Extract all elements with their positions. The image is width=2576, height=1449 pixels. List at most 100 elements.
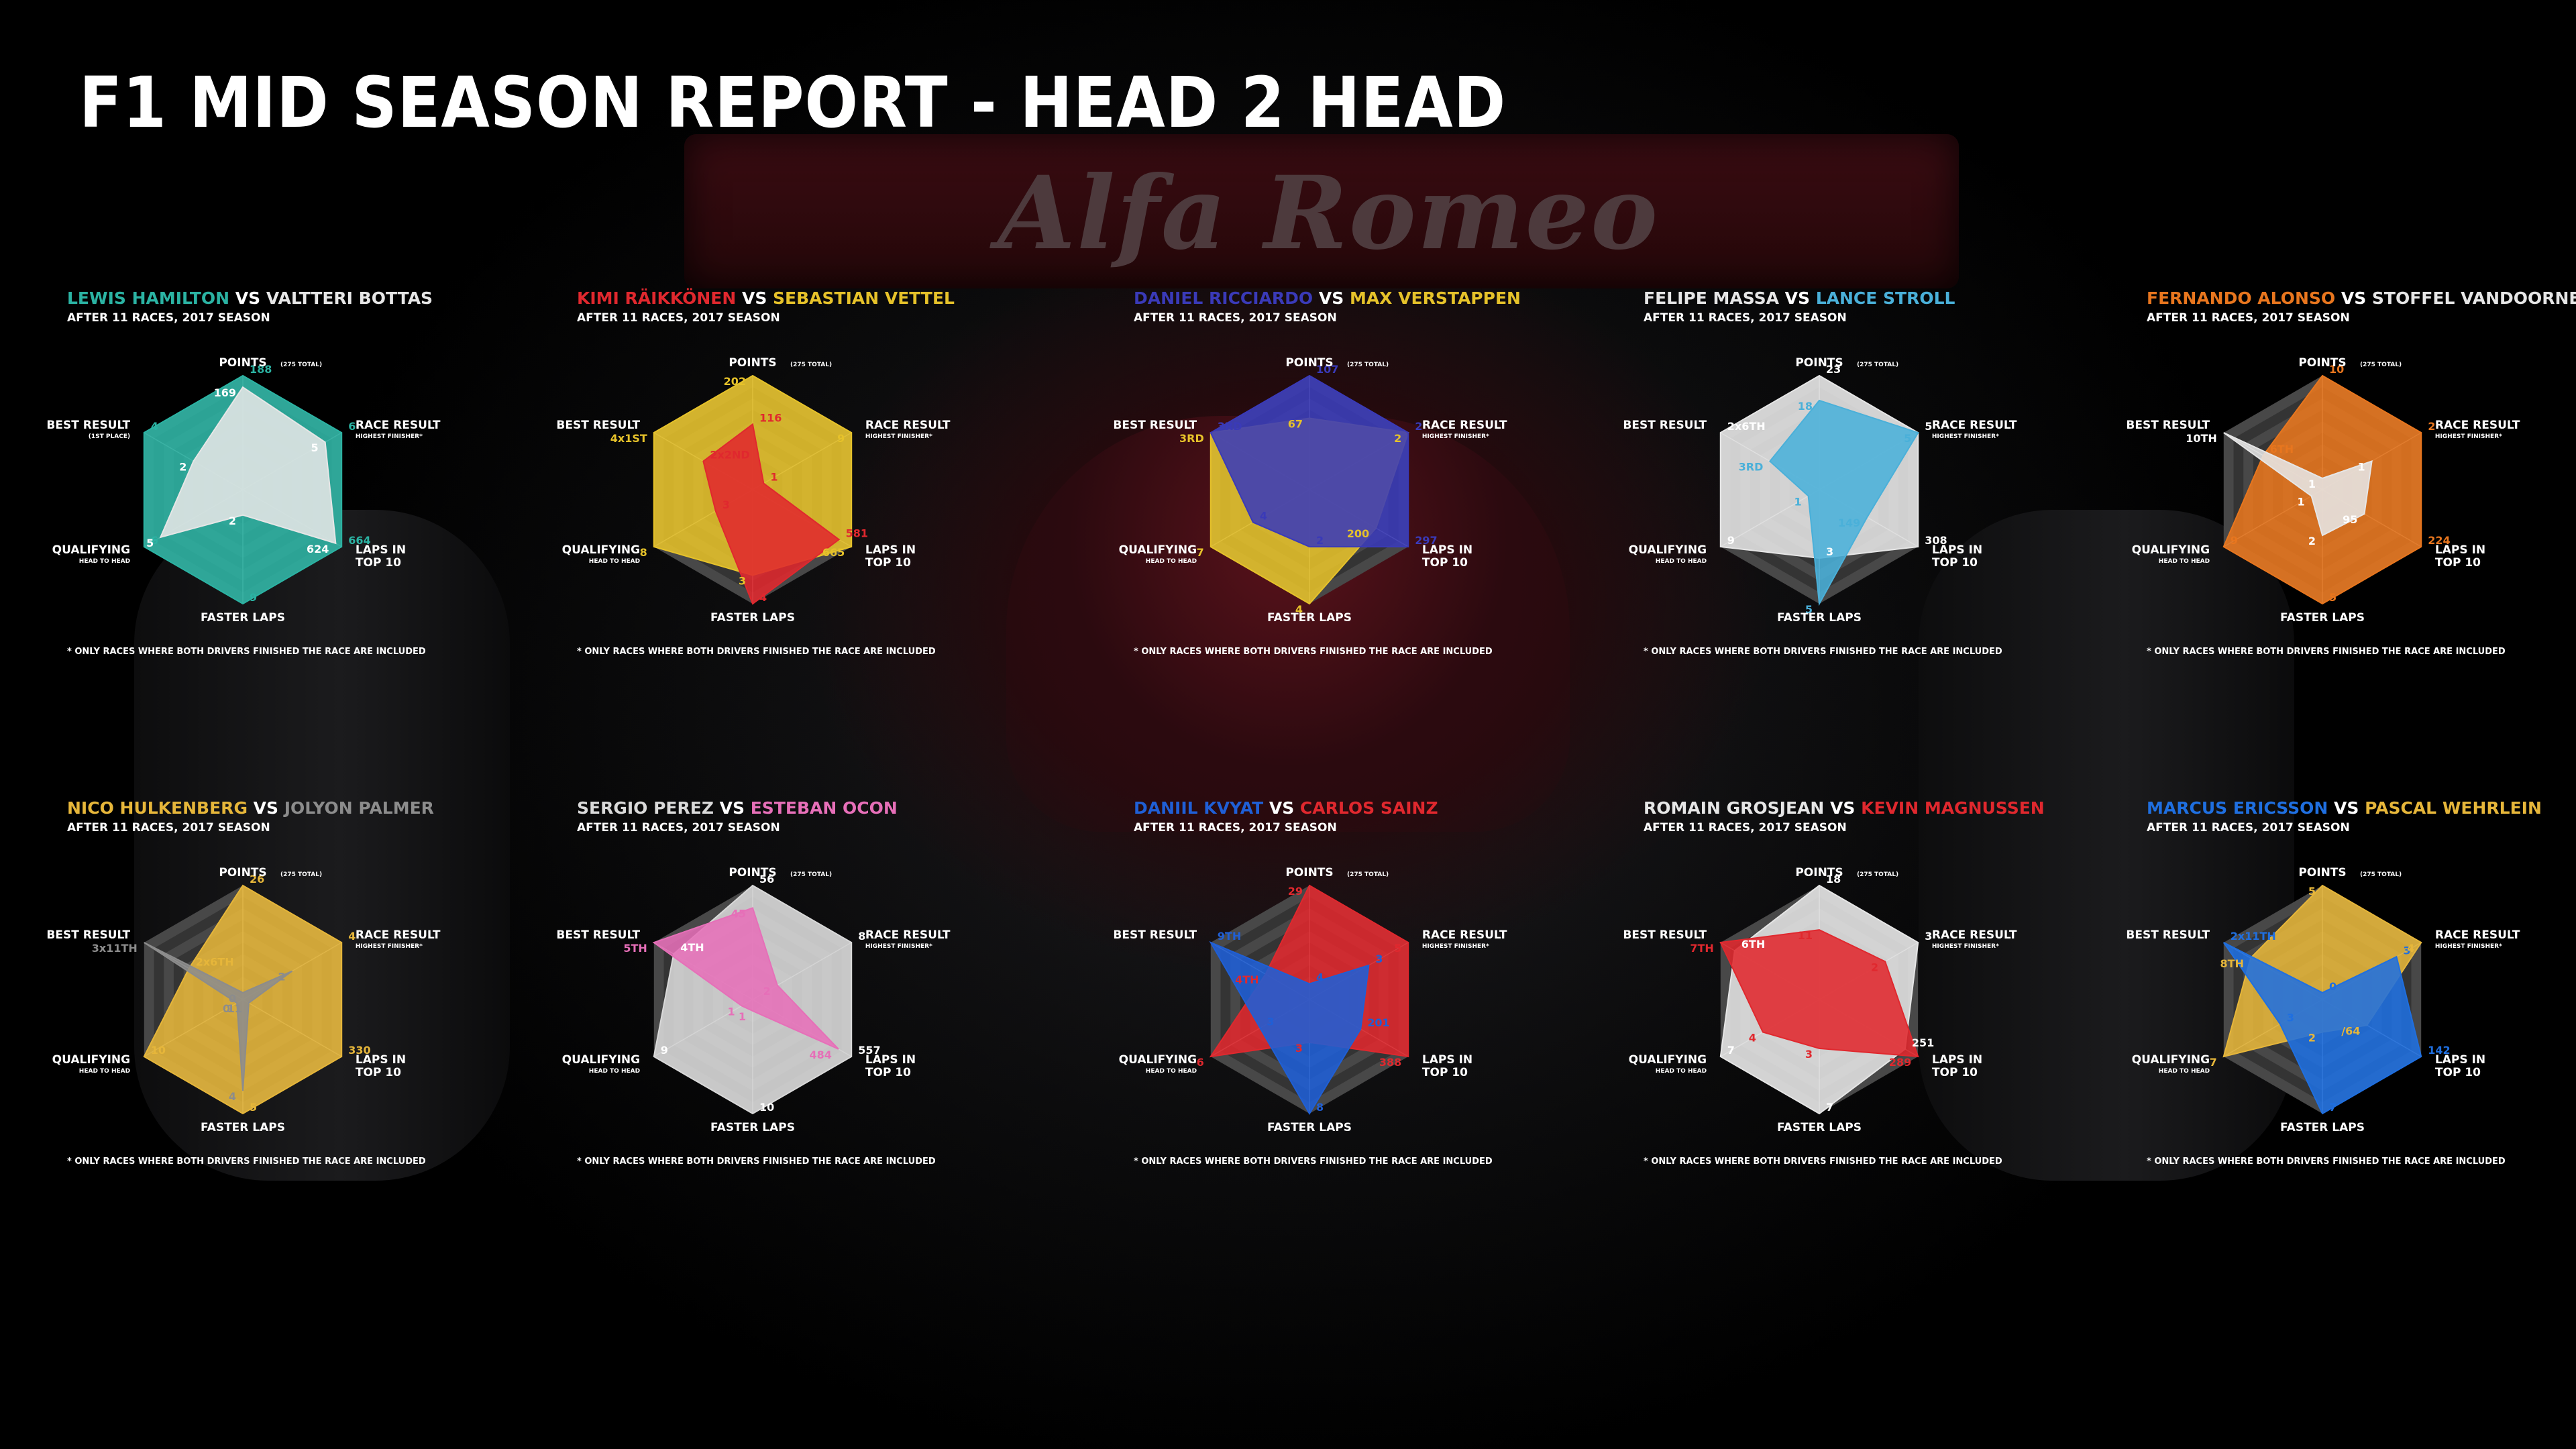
axis-label: LAPS IN: [865, 1053, 916, 1067]
data-label: 4: [2407, 942, 2414, 955]
data-label: 10: [151, 1044, 166, 1057]
data-label: 5: [146, 537, 154, 549]
axis-label: TOP 10: [2435, 556, 2481, 570]
data-label: 4TH: [680, 941, 704, 954]
axis-sublabel: (275 TOTAL): [280, 362, 322, 368]
data-label: 5: [250, 1101, 257, 1114]
axis-label: RACE RESULT: [1422, 419, 1507, 432]
data-label: 4: [759, 591, 767, 604]
axis-sublabel: HEAD TO HEAD: [1656, 1068, 1707, 1075]
data-label: 201: [1367, 1016, 1389, 1029]
data-label: 3: [722, 498, 730, 511]
axis-label: LAPS IN: [1932, 543, 1982, 557]
data-label: 4: [1749, 1032, 1756, 1044]
series-area: [1769, 399, 1919, 606]
data-label: 11: [1798, 929, 1813, 942]
data-label: 10: [759, 1101, 774, 1114]
axis-label: RACE RESULT: [356, 928, 441, 942]
data-label: 1: [2308, 478, 2316, 490]
data-label: 5: [1904, 432, 1911, 445]
axis-sublabel: HIGHEST FINISHER*: [865, 943, 932, 950]
driver-1-name: FELIPE MASSA: [1644, 288, 1779, 308]
axis-label: RACE RESULT: [1932, 928, 2017, 942]
data-label: 2: [763, 985, 771, 998]
axis-label: BEST RESULT: [556, 928, 640, 942]
page-title: F1 MID SEASON REPORT - HEAD 2 HEAD: [79, 62, 1507, 144]
axis-label: TOP 10: [356, 1066, 401, 1079]
chart-title: DANIIL KVYAT VS CARLOS SAINZ: [1134, 798, 1438, 818]
data-label: 665: [822, 546, 845, 559]
data-label: 2: [1871, 961, 1878, 973]
chart-footnote: * ONLY RACES WHERE BOTH DRIVERS FINISHED…: [577, 647, 936, 657]
driver-1-name: FERNANDO ALONSO: [2147, 288, 2336, 308]
axis-label: POINTS: [1795, 356, 1843, 370]
data-label: 9TH: [1218, 930, 1241, 943]
data-label: 3x11TH: [92, 942, 138, 955]
data-label: 23: [1826, 363, 1841, 376]
chart-title: DANIEL RICCIARDO VS MAX VERSTAPPEN: [1134, 288, 1521, 308]
axis-label: RACE RESULT: [2435, 928, 2520, 942]
axis-label: QUALIFYING: [1119, 1053, 1197, 1067]
axis-label: POINTS: [729, 866, 776, 879]
axis-label: BEST RESULT: [2126, 928, 2210, 942]
chart-title: FELIPE MASSA VS LANCE STROLL: [1644, 288, 1955, 308]
chart-title: MARCUS ERICSSON VS PASCAL WEHRLEIN: [2147, 798, 2542, 818]
axis-label: QUALIFYING: [2132, 543, 2210, 557]
axis-sublabel: HEAD TO HEAD: [589, 558, 640, 565]
axis-sublabel: HEAD TO HEAD: [1146, 558, 1197, 565]
axis-label: FASTER LAPS: [2280, 1121, 2365, 1134]
series-area: [1209, 941, 1370, 1115]
driver-1-name: NICO HULKENBERG: [67, 798, 248, 818]
data-label: 107: [1316, 363, 1338, 376]
axis-label: BEST RESULT: [1113, 419, 1197, 432]
data-label: 664: [348, 534, 370, 547]
data-label: 6: [151, 534, 158, 547]
data-label: 388: [1379, 1056, 1401, 1069]
vs-label: VS: [2335, 288, 2372, 308]
data-label: 3: [1267, 1016, 1274, 1028]
data-label: 557: [858, 1044, 880, 1057]
axis-sublabel: HEAD TO HEAD: [589, 1068, 640, 1075]
axis-sublabel: (275 TOTAL): [2360, 871, 2402, 878]
driver-2-name: JOLYON PALMER: [284, 798, 434, 818]
data-label: 3: [739, 575, 746, 588]
data-label: 4: [1295, 603, 1303, 616]
axis-label: TOP 10: [356, 556, 401, 570]
data-label: 581: [846, 527, 868, 539]
data-label: 484: [810, 1049, 832, 1061]
data-label: 3RD: [1739, 461, 1764, 474]
data-label: 26: [250, 873, 264, 885]
data-label: 3: [1375, 953, 1383, 965]
data-label: 5: [311, 441, 319, 454]
chart-title: KIMI RÄIKKÖNEN VS SEBASTIAN VETTEL: [577, 288, 955, 308]
axis-label: BEST RESULT: [556, 419, 640, 432]
axis-label: TOP 10: [1932, 556, 1978, 570]
data-label: 202: [724, 375, 746, 388]
data-label: 8TH: [2220, 957, 2243, 970]
axis-sublabel: HEAD TO HEAD: [79, 1068, 130, 1075]
data-label: 45: [731, 907, 746, 920]
data-label: 9: [837, 432, 845, 445]
driver-2-name: PASCAL WEHRLEIN: [2365, 798, 2542, 818]
driver-2-name: KEVIN MAGNUSSEN: [1861, 798, 2045, 818]
data-label: 1: [739, 1010, 746, 1023]
axis-label: BEST RESULT: [46, 419, 130, 432]
axis-label: QUALIFYING: [562, 1053, 640, 1067]
axis-label: POINTS: [2298, 356, 2346, 370]
data-label: 4: [348, 930, 356, 943]
data-label: 3: [1925, 930, 1932, 943]
chart-subtitle: AFTER 11 RACES, 2017 SEASON: [67, 821, 270, 835]
data-label: 2: [1316, 534, 1324, 547]
data-label: 330: [348, 1044, 370, 1057]
data-label: 7: [1727, 1044, 1735, 1057]
data-label: 1: [728, 1005, 735, 1018]
vs-label: VS: [1778, 288, 1816, 308]
data-label: 10: [2329, 363, 2344, 376]
chart-footnote: * ONLY RACES WHERE BOTH DRIVERS FINISHED…: [1134, 1157, 1493, 1167]
data-label: 9: [1727, 534, 1735, 547]
driver-1-name: ROMAIN GROSJEAN: [1644, 798, 1825, 818]
